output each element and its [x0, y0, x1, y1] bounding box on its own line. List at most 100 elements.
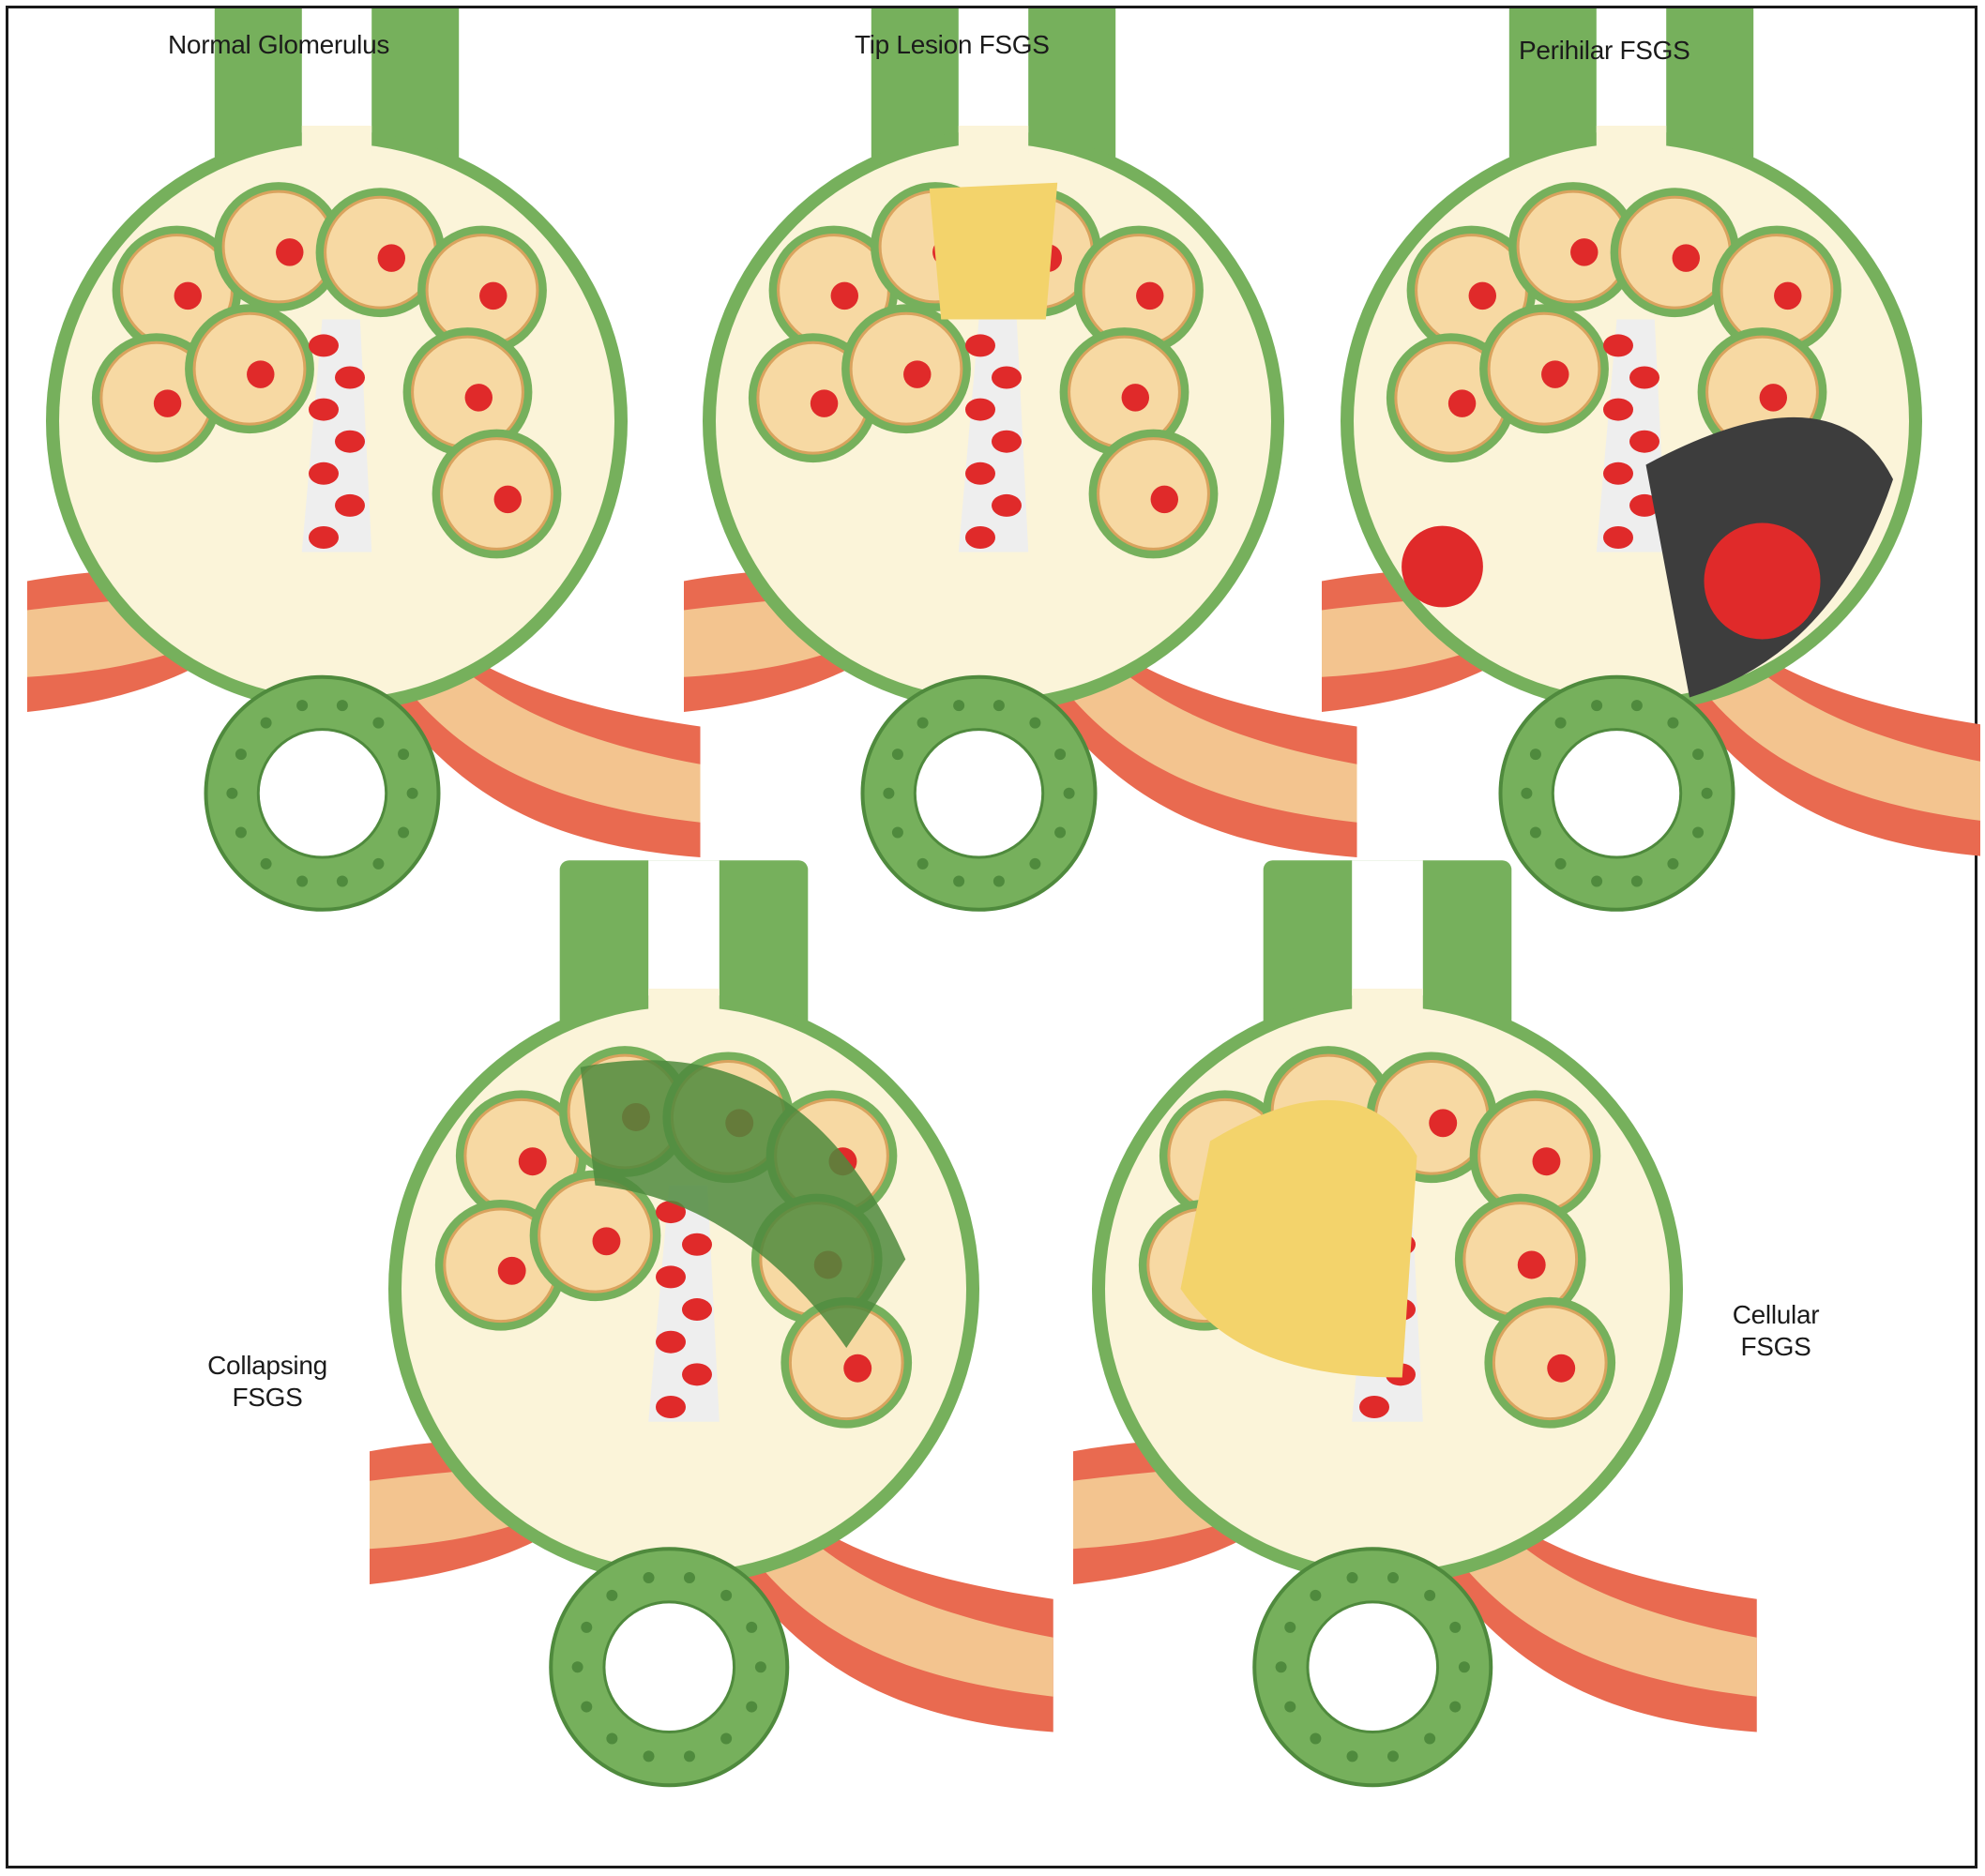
tubule-nucleus	[235, 749, 247, 761]
tubule-nucleus	[1275, 1661, 1287, 1673]
tip-lesion	[929, 182, 1058, 320]
tubule-nucleus	[754, 1661, 766, 1673]
tubule-nucleus	[1667, 857, 1679, 870]
figure-frame: Normal Glomerulus Tip Lesion FSGS Perihi…	[6, 6, 1980, 1868]
red-cell	[1774, 281, 1802, 310]
efferent-lumen	[689, 1413, 1053, 1697]
tubule-nucleus	[917, 857, 929, 870]
stalk-red-cell	[656, 1265, 686, 1289]
red-cell	[1447, 389, 1477, 417]
tubule-nucleus	[1449, 1621, 1462, 1633]
urinary-pole	[1352, 989, 1423, 1017]
red-cell	[153, 389, 182, 417]
tubule-nucleus	[720, 1589, 733, 1601]
tubule-nucleus	[992, 875, 1005, 887]
label-collapsing-line2: FSGS	[232, 1383, 303, 1412]
stalk-red-cell	[335, 430, 365, 453]
hyaline-deposit	[1402, 525, 1483, 608]
tubule-nucleus	[1591, 700, 1603, 712]
tubule-nucleus	[720, 1732, 733, 1745]
tubule-nucleus	[683, 1571, 695, 1583]
stalk-red-cell	[965, 526, 995, 549]
stalk-red-cell	[992, 366, 1022, 389]
stalk-red-cell	[309, 461, 339, 485]
tubule-nucleus	[1630, 700, 1643, 712]
tubule-nucleus	[1054, 826, 1067, 839]
red-cell	[493, 485, 523, 514]
tubule-nucleus	[296, 700, 309, 712]
hyaline-deposit	[1704, 522, 1821, 640]
tubule-nucleus	[883, 787, 895, 799]
label-cellular-line1: Cellular	[1732, 1300, 1820, 1329]
tubule-nucleus	[1692, 826, 1705, 839]
tubule-nucleus	[1692, 749, 1705, 761]
tubule-nucleus	[1063, 787, 1075, 799]
stalk-red-cell	[1359, 1396, 1389, 1418]
tubule-nucleus	[1554, 717, 1567, 729]
stalk-red-cell	[682, 1298, 712, 1322]
tubule-nucleus	[1554, 857, 1567, 870]
tubule-nucleus	[581, 1701, 593, 1713]
stalk-red-cell	[1603, 398, 1633, 421]
red-cell	[1541, 360, 1569, 388]
tubule-nucleus	[1458, 1661, 1470, 1673]
red-cell	[464, 384, 493, 412]
distal-tubule-lumen	[256, 728, 388, 859]
red-cell	[1136, 281, 1164, 310]
tubule-nucleus	[1386, 1571, 1399, 1583]
red-cell	[276, 238, 304, 266]
glomerulus-illustrations	[27, 8, 1980, 1788]
tubule-nucleus	[1630, 875, 1643, 887]
glomerulus-perihilar	[1322, 8, 1980, 912]
tubule-nucleus	[260, 857, 272, 870]
tubule-nucleus	[1449, 1701, 1462, 1713]
distal-tubule-lumen	[913, 728, 1045, 859]
stalk-red-cell	[965, 398, 995, 421]
label-collapsing-line1: Collapsing	[207, 1351, 327, 1380]
stalk-red-cell	[1629, 366, 1659, 389]
urinary-pole	[301, 126, 372, 154]
red-cell	[1150, 485, 1179, 514]
tubule-nucleus	[746, 1621, 758, 1633]
red-cell	[830, 281, 859, 310]
tubule-nucleus	[372, 717, 385, 729]
tubule-nucleus	[406, 787, 418, 799]
stalk-red-cell	[656, 1201, 686, 1224]
tubule-nucleus	[296, 875, 309, 887]
tubule-nucleus	[260, 717, 272, 729]
red-cell	[1759, 384, 1788, 412]
urinary-pole	[958, 126, 1029, 154]
tubule-nucleus	[1529, 749, 1541, 761]
glomerulus-collapsing	[370, 860, 1053, 1788]
tubule-nucleus	[1424, 1589, 1436, 1601]
red-cell	[174, 281, 203, 310]
urinary-pole	[1596, 126, 1667, 154]
stalk-red-cell	[965, 334, 995, 357]
distal-tubule-lumen	[1306, 1600, 1440, 1733]
tubule-nucleus	[1310, 1589, 1322, 1601]
efferent-lumen	[999, 543, 1357, 823]
red-cell	[592, 1227, 621, 1256]
efferent-lumen	[342, 543, 701, 823]
stalk-red-cell	[992, 430, 1022, 453]
label-perihilar: Perihilar FSGS	[1519, 36, 1690, 65]
red-cell	[1468, 281, 1497, 310]
tubule-nucleus	[891, 749, 903, 761]
stalk-red-cell	[682, 1233, 712, 1256]
red-cell	[377, 244, 406, 272]
distal-tubule-lumen	[1551, 728, 1683, 859]
label-cellular-line2: FSGS	[1740, 1332, 1811, 1361]
tubule-nucleus	[1029, 857, 1041, 870]
stalk-red-cell	[1629, 430, 1659, 453]
tubule-nucleus	[1667, 717, 1679, 729]
tubule-nucleus	[336, 875, 348, 887]
tubule-nucleus	[643, 1571, 655, 1583]
tubule-nucleus	[606, 1732, 618, 1745]
stalk-red-cell	[1603, 526, 1633, 549]
label-collapsing: Collapsing FSGS	[183, 1350, 352, 1414]
tubule-nucleus	[1424, 1732, 1436, 1745]
stalk-red-cell	[309, 334, 339, 357]
stalk-red-cell	[965, 461, 995, 485]
stalk-red-cell	[1603, 334, 1633, 357]
stalk-red-cell	[682, 1363, 712, 1386]
